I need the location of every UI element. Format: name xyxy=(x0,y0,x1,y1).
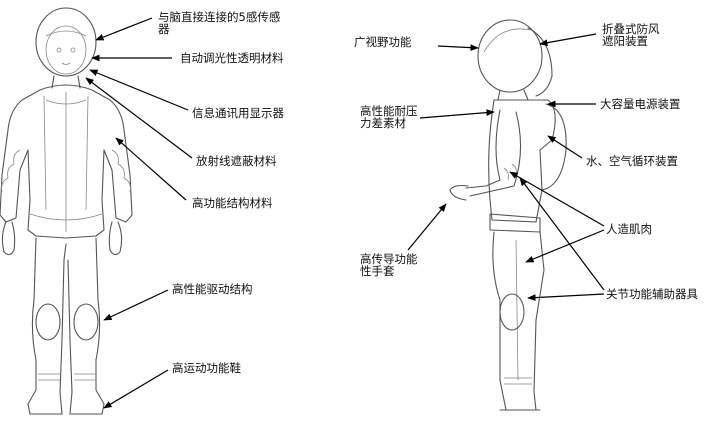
label-shoes: 高运动功能鞋 xyxy=(172,361,241,375)
label-shield: 放射线遮蔽材料 xyxy=(196,154,277,168)
label-muscle: 人造肌肉 xyxy=(606,222,652,236)
side-figure xyxy=(450,20,566,410)
label-hood-line2: 遮阳装置 xyxy=(602,34,648,48)
label-sensor-line1: 与脑直接连接的5感传感 xyxy=(158,10,280,24)
label-gloves-line2: 性手套 xyxy=(360,264,395,278)
arrow-shoes xyxy=(104,370,168,408)
label-pressure-line2: 力差素材 xyxy=(360,116,406,130)
arrow-sensor xyxy=(96,18,152,40)
label-display: 信息通讯用显示器 xyxy=(192,106,284,120)
label-visor: 自动调光性透明材料 xyxy=(180,51,284,65)
arrow-hood xyxy=(540,34,596,44)
front-figure xyxy=(0,8,132,414)
label-wide-view: 广视野功能 xyxy=(354,35,412,49)
arrow-structure xyxy=(116,138,186,200)
arrow-muscle-2 xyxy=(526,230,604,262)
label-sensor-line2: 器 xyxy=(158,22,170,36)
arrow-display xyxy=(90,70,188,110)
label-power: 大容量电源装置 xyxy=(600,97,681,111)
arrow-wide-view xyxy=(438,46,478,48)
arrow-gloves xyxy=(408,204,446,250)
arrows xyxy=(86,18,604,408)
label-drive: 高性能驱动结构 xyxy=(172,282,253,296)
arrow-joint-1 xyxy=(520,178,604,290)
arrow-drive xyxy=(104,290,168,320)
arrow-pressure xyxy=(420,112,494,118)
label-water-air: 水、空气循环装置 xyxy=(586,154,678,168)
label-structure: 高功能结构材料 xyxy=(192,196,273,210)
side-labels: 广视野功能 折叠式防风 遮阳装置 高性能耐压 力差素材 大容量电源装置 水、空气… xyxy=(354,22,698,301)
label-joint: 关节功能辅助器具 xyxy=(606,287,698,301)
